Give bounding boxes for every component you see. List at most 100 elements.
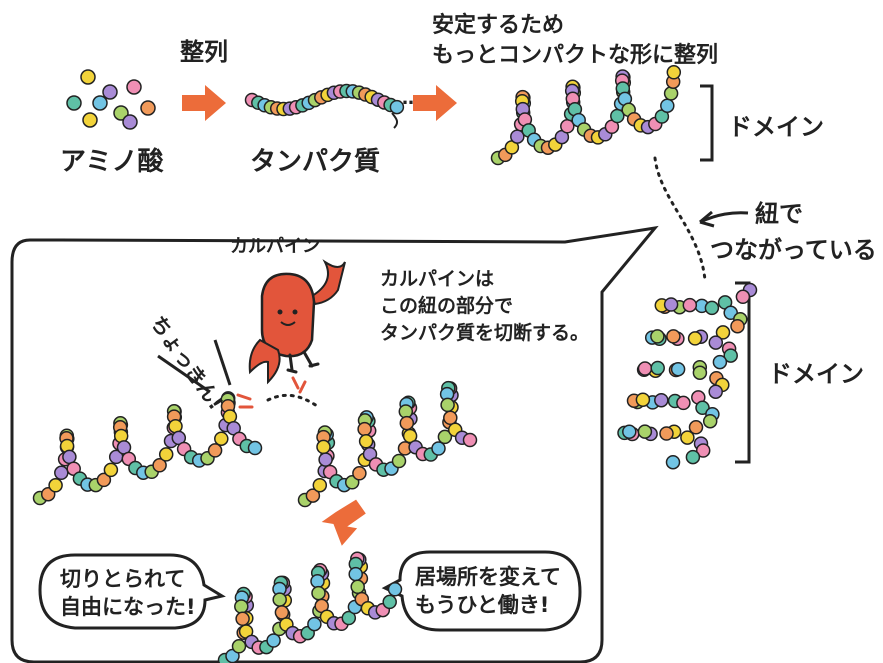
bead [462, 432, 478, 448]
bead [391, 453, 407, 469]
bead [140, 100, 156, 116]
linker-string [653, 156, 707, 282]
bead [650, 360, 665, 376]
bead [348, 566, 363, 582]
bead [688, 420, 704, 435]
bead [48, 478, 63, 493]
label-amino-acid: アミノ酸 [60, 147, 164, 177]
bead [316, 439, 331, 455]
bead [350, 579, 365, 595]
bead [222, 409, 238, 424]
bead [382, 594, 397, 610]
bead [92, 95, 108, 111]
bead [103, 462, 119, 478]
label-domain-bottom: ドメイン [768, 360, 864, 388]
speech-bubble-work [381, 550, 582, 632]
amino-acid-beads [32, 65, 758, 663]
bead [670, 361, 686, 377]
label-work-2: もうひと働き! [415, 593, 549, 617]
label-freed-1: 切りとられて [60, 567, 185, 591]
bead [266, 633, 281, 648]
label-string-1: 紐で [755, 200, 803, 228]
label-domain-top: ドメイン [728, 113, 824, 141]
bead [440, 397, 455, 413]
bead [389, 99, 405, 115]
speech-bubble-freed [38, 553, 226, 630]
bead [82, 112, 98, 128]
bead [66, 95, 82, 111]
bead [704, 300, 720, 316]
bead [341, 610, 357, 626]
label-freed-2: 自由になった! [60, 595, 196, 619]
bead [437, 429, 453, 445]
label-calpain-desc-3: タンパク質を切断する。 [380, 321, 589, 344]
bead [443, 410, 458, 426]
bead [207, 443, 223, 458]
action-line-2 [213, 339, 232, 386]
bead [152, 458, 167, 473]
bead [62, 449, 77, 465]
protein-tail [391, 112, 399, 129]
bead [352, 466, 367, 481]
bead [730, 318, 745, 334]
label-calpain-name: カルパイン [230, 236, 320, 257]
bead [654, 392, 669, 408]
label-work-1: 居場所を変えて [415, 565, 561, 589]
label-alignment: 整列 [180, 38, 228, 66]
bead [54, 465, 69, 481]
bead [399, 415, 415, 431]
calpain-character [248, 259, 346, 385]
action-line-1 [157, 354, 211, 394]
cut-string-remainder [266, 393, 322, 410]
bead [666, 65, 682, 80]
bead [637, 361, 653, 376]
bead [708, 384, 723, 399]
bead [247, 440, 263, 456]
bead [659, 426, 674, 441]
bead [663, 297, 679, 312]
bead [650, 329, 665, 344]
bead [312, 477, 328, 493]
domain-bracket-top [700, 84, 714, 162]
bead [274, 605, 290, 620]
bead [305, 488, 321, 503]
bead [311, 585, 326, 601]
bead [708, 335, 724, 350]
bead [126, 79, 142, 95]
arrow-right-1 [182, 85, 226, 121]
bead [272, 592, 287, 607]
bead [676, 395, 691, 411]
bead [235, 611, 250, 627]
bead [692, 365, 708, 380]
bead [715, 325, 731, 340]
bead [357, 421, 372, 437]
bead [660, 98, 675, 113]
bead [231, 639, 247, 654]
bead [663, 86, 679, 101]
cut-mark-1 [236, 393, 252, 401]
bead [680, 430, 695, 445]
cut-mark-3 [291, 376, 300, 390]
label-calpain-desc-2: この紐の部分で [380, 294, 513, 317]
bead [431, 441, 446, 456]
bead [80, 69, 96, 85]
bead [666, 329, 681, 344]
bead [122, 114, 138, 130]
bead [387, 582, 403, 597]
bead [685, 449, 701, 465]
label-string-2: つながっている [710, 236, 877, 264]
bead [318, 452, 333, 467]
bead [96, 472, 112, 488]
bead [682, 297, 698, 313]
bead [168, 418, 183, 434]
arrow-down [321, 499, 366, 546]
bead [735, 289, 751, 305]
bead [695, 443, 711, 458]
bead [723, 348, 738, 363]
bead [622, 424, 637, 439]
bead [102, 84, 118, 100]
label-stability-2: もっとコンパクトな形に整列 [432, 42, 718, 68]
label-protein: タンパク質 [250, 147, 380, 177]
